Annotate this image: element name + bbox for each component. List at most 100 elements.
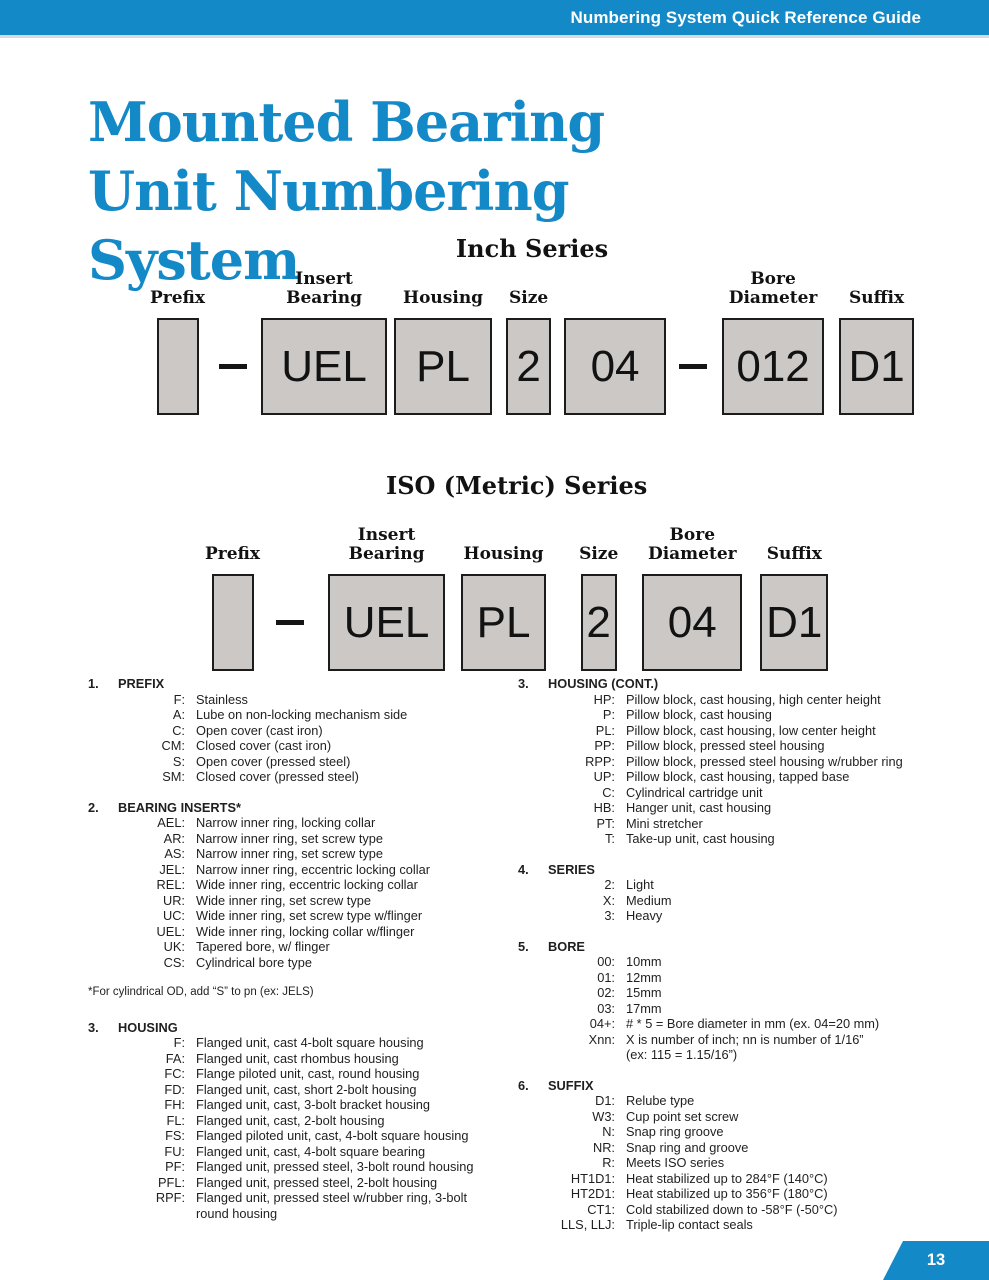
item-code: 2: [604,877,615,892]
list-item: PL:Pillow block, cast housing, low cente… [518,723,984,739]
item-desc: Narrow inner ring, locking collar [196,815,376,830]
item-desc: Flanged unit, cast, 3-bolt bracket housi… [196,1097,431,1112]
segment-prefix: Prefix [150,289,205,415]
section-title: BEARING INSERTS* [118,799,242,815]
item-code: 3: [604,908,615,923]
list-item: UK:Tapered bore, w/ flinger [88,939,510,955]
item-code: Xnn: [588,1031,615,1047]
item-code: FH: [164,1097,185,1112]
item-code: D1: [595,1093,615,1108]
item-desc: Relube type [626,1093,695,1108]
list-item: FD: Flanged unit, cast, short 2-bolt hous… [88,1082,510,1098]
list-item: CT1:Cold stabilized down to -58°F (-50°C… [518,1202,984,1218]
code-box-2: 2 [506,318,552,415]
item-code: PFL: [157,1174,185,1190]
code-box-pl: PL [394,318,493,415]
item-desc: Flange piloted unit, cast, round housing [196,1066,420,1081]
segment-prefix: Prefix [205,545,260,671]
item-desc: Heavy [626,908,663,923]
list-item: REL:Wide inner ring, eccentric locking c… [88,877,510,893]
list-item: RPP:Pillow block, pressed steel housing … [518,754,984,770]
item-code: X: [602,892,615,908]
item-code: W3: [592,1108,615,1124]
item-desc: Mini stretcher [626,815,703,831]
item-code: C: [172,722,185,738]
code-box-pl: PL [461,574,547,671]
code-box-012: 012 [722,318,825,415]
item-code: UK: [163,939,185,954]
item-code: P: [602,707,615,722]
section-heading: 1.PREFIX [88,676,510,692]
section-title: BORE [548,938,585,954]
list-item: HT1D1:Heat stabilized up to 284°F (140°C… [518,1171,984,1187]
list-item: S:Open cover (pressed steel) [88,754,510,770]
item-code: HP: [593,691,615,707]
dash-glyph [679,364,708,369]
section-title: HOUSING [118,1019,178,1035]
item-desc: Flanged unit, cast, short 2-bolt housing [196,1081,417,1097]
list-item: FH: Flanged unit, cast, 3-bolt bracket ho… [88,1097,510,1113]
item-code: UEL: [156,923,185,939]
item-desc: Cylindrical bore type [196,954,312,970]
item-desc: Heat stabilized up to 284°F (140°C) [626,1170,828,1186]
list-item: T: Take-up unit, cast housing [518,831,984,847]
item-code: C: [602,784,615,800]
item-desc: Hanger unit, cast housing [626,800,772,815]
section-title: PREFIX [118,676,165,691]
item-code: FD: [164,1081,185,1097]
item-code: FA: [165,1050,185,1066]
list-item: 04+:# * 5 = Bore diameter in mm (ex. 04=… [518,1016,984,1032]
list-item: FL:Flanged unit, cast, 2-bolt housing [88,1113,510,1129]
item-desc: Flanged piloted unit, cast, 4-bolt squar… [196,1128,469,1143]
item-desc: Pillow block, pressed steel housing [626,738,825,753]
item-code: 04+: [589,1016,615,1031]
segment-label: Bore Diameter [647,525,737,564]
list-item: 02:15mm [518,985,984,1001]
section-number: 3. [88,1019,99,1035]
list-item: D1: Relube type [518,1093,984,1109]
section-number: 2. [88,799,99,815]
item-desc: Pillow block, cast housing, high center … [626,691,881,707]
section-number: 4. [518,861,529,877]
item-desc: Light [626,877,654,892]
diagram-iso-series: ISO (Metric) Series Prefix Insert Bearing… [205,471,829,671]
section-housing-cont: 3.HOUSING (CONT.)HP:Pillow block, cast h… [518,676,984,847]
section-number: 3. [518,676,529,691]
section-heading: 5.BORE [518,939,984,955]
item-desc: Cylindrical cartridge unit [626,784,763,800]
item-code: PP: [594,738,615,753]
list-item: FA:Flanged unit, cast rhombus housing [88,1051,510,1067]
section-heading: 4.SERIES [518,862,984,878]
item-code: RPF: [155,1190,185,1205]
item-code: FU: [164,1143,185,1159]
item-desc: Pillow block, cast housing, tapped base [626,769,850,784]
list-item-continuation: round housing [88,1206,510,1222]
item-desc: Open cover (cast iron) [196,722,323,738]
item-code: CM: [161,738,185,753]
item-desc: Open cover (pressed steel) [196,753,351,769]
code-box-d1: D1 [760,574,829,671]
item-code: F: [173,1035,185,1050]
segment-label: Insert Bearing [348,525,425,564]
list-item: PF:Flanged unit, pressed steel, 3-bolt r… [88,1159,510,1175]
list-item-continuation: (ex: 115 = 1.15/16”) [518,1047,984,1063]
list-item: AR:Narrow inner ring, set screw type [88,831,510,847]
item-desc: Lube on non-locking mechanism side [196,707,408,722]
item-code: T: [605,831,615,846]
list-item: A:Lube on non-locking mechanism side [88,707,510,723]
item-desc: 10mm [626,954,662,969]
section-number: 6. [518,1077,529,1093]
item-desc: Take-up unit, cast housing [626,831,775,846]
diagram-title: ISO (Metric) Series [385,471,648,500]
item-code: F: [173,691,185,707]
footnote: *For cylindrical OD, add “S” to pn (ex: … [88,986,314,998]
dash-separator [219,318,248,415]
